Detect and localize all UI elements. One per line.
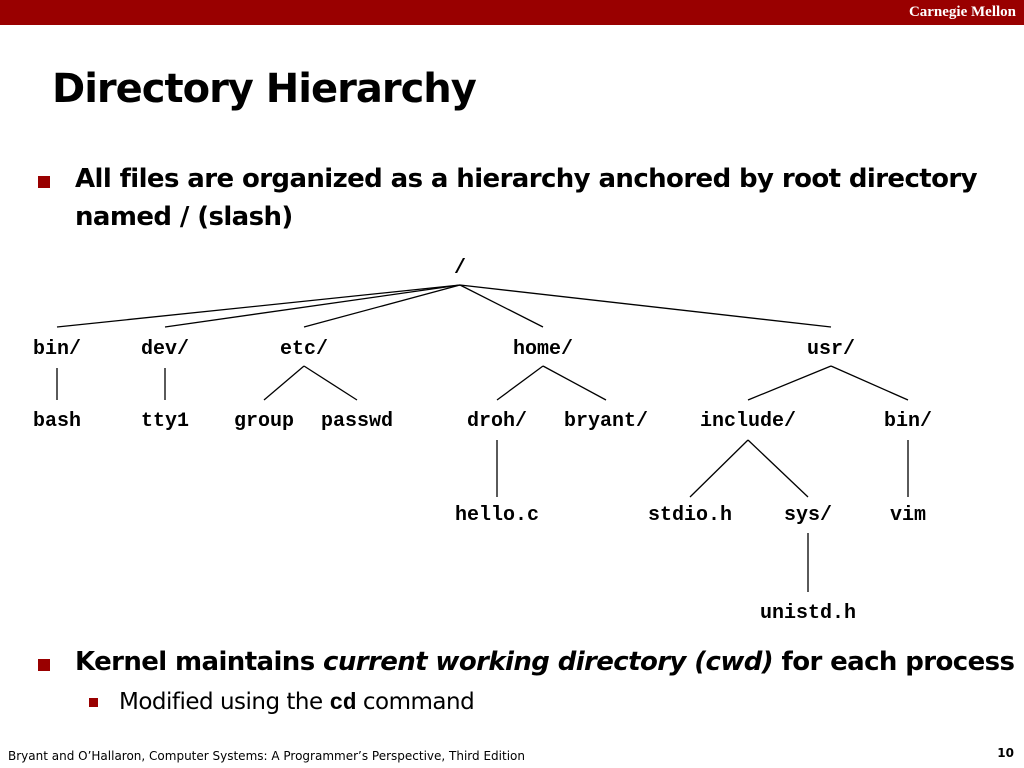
- edge-home-droh: [496, 365, 544, 401]
- edge-root-usr: [459, 284, 832, 328]
- node-passwd: passwd: [321, 410, 393, 433]
- node-stdio-h: stdio.h: [648, 504, 732, 527]
- footer-citation: Bryant and O’Hallaron, Computer Systems:…: [8, 749, 525, 763]
- edge-root-bin: [56, 284, 461, 328]
- edge-etc-group: [263, 365, 305, 401]
- brand-label: Carnegie Mellon: [908, 4, 1016, 20]
- node-root: /: [454, 257, 466, 280]
- node-sys: sys/: [784, 504, 832, 527]
- node-hello-c: hello.c: [455, 504, 539, 527]
- edge-include-stdio: [689, 439, 749, 498]
- node-home: home/: [513, 338, 573, 361]
- node-dev: dev/: [141, 338, 189, 361]
- edge-root-etc: [303, 284, 461, 328]
- bullet-square-icon: [38, 176, 50, 188]
- sub-bullet-text: Modified using the cd command: [119, 689, 475, 716]
- cwd-suffix: for each process: [773, 647, 1015, 677]
- node-usr: usr/: [807, 338, 855, 361]
- directory-tree: / bin/ dev/ etc/ home/ usr/ bash tty1 gr…: [33, 257, 932, 625]
- node-usr-bin: bin/: [884, 410, 932, 433]
- edge-etc-passwd: [303, 365, 358, 401]
- node-bash: bash: [33, 410, 81, 433]
- sub-prefix: Modified using the: [119, 689, 330, 715]
- node-bin: bin/: [33, 338, 81, 361]
- node-include: include/: [700, 410, 796, 433]
- header-bar: Carnegie Mellon: [0, 0, 1024, 25]
- cwd-emphasis: current working directory (cwd): [323, 647, 774, 677]
- node-bryant: bryant/: [564, 410, 648, 433]
- edge-root-dev: [164, 284, 461, 328]
- cwd-prefix: Kernel maintains: [75, 647, 324, 677]
- edge-include-sys: [747, 439, 809, 498]
- bullet-text-cwd: Kernel maintains current working directo…: [75, 643, 1020, 681]
- node-group: group: [234, 410, 294, 433]
- sub-suffix: command: [356, 689, 475, 715]
- node-droh: droh/: [467, 410, 527, 433]
- node-etc: etc/: [280, 338, 328, 361]
- cd-command-code: cd: [329, 690, 357, 716]
- bullet-square-icon: [38, 659, 50, 671]
- page-number: 10: [997, 746, 1014, 760]
- sub-bullet-square-icon: [89, 698, 98, 707]
- bullet-text-hierarchy: All files are organized as a hierarchy a…: [75, 164, 978, 232]
- edge-usr-include: [747, 365, 832, 401]
- edge-root-home: [459, 284, 544, 328]
- edge-home-bryant: [542, 365, 607, 401]
- node-tty1: tty1: [141, 410, 189, 433]
- edge-usr-bin: [830, 365, 909, 401]
- node-vim: vim: [890, 504, 926, 527]
- slide-title: Directory Hierarchy: [52, 66, 477, 112]
- node-unistd-h: unistd.h: [760, 602, 856, 625]
